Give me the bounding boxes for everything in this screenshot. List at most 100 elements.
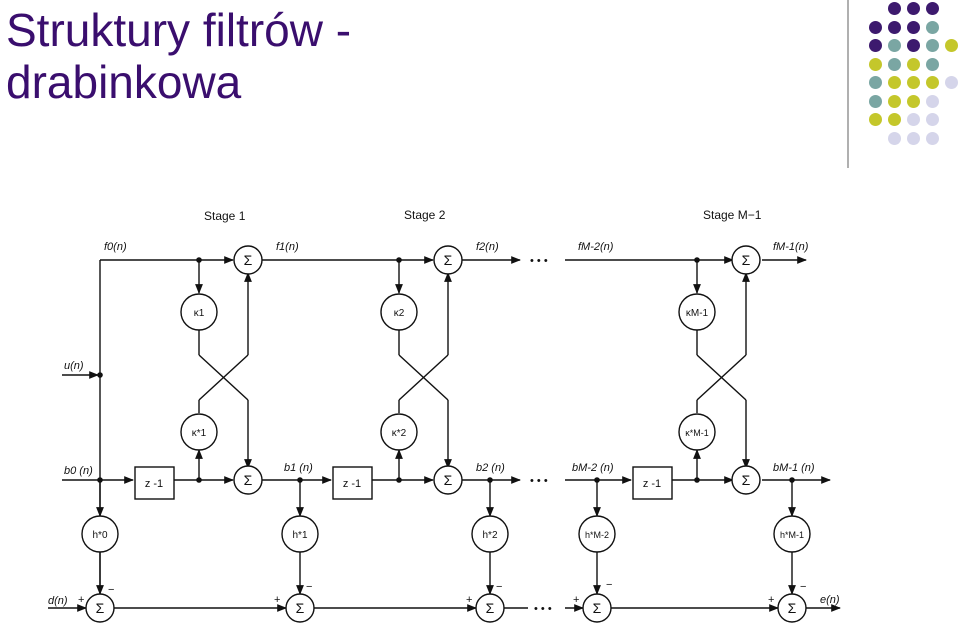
sum-node-top-1: Σ [233,245,263,275]
svg-text:h*1: h*1 [292,530,307,541]
decorative-dot [888,94,901,108]
decorative-dot [907,113,920,126]
output-ellipsis: • • • [534,603,552,615]
svg-text:κ*1: κ*1 [192,428,207,439]
label-f2: f2(n) [476,241,499,253]
sign-minus-0: − [108,584,114,596]
svg-text:κ1: κ1 [194,308,205,319]
bottom-ellipsis: • • • [530,475,548,487]
stage-label-1: Stage 1 [204,209,246,223]
h-node-1: h*1 [281,515,319,553]
label-d: d(n) [48,595,68,607]
decorative-dot [945,39,958,52]
title-line-2: drabinkowa [6,56,242,108]
svg-text:h*M-2: h*M-2 [585,530,609,540]
sign-plus-1: + [274,594,280,606]
label-bM2: bM-2 (n) [572,462,614,474]
svg-text:Σ: Σ [296,600,305,616]
decorative-dot [888,76,901,89]
title-line-1: Struktury filtrów - [6,4,352,56]
decorative-dot [907,39,920,52]
label-b2: b2 (n) [476,462,505,474]
sum-node-bottom-1: Σ [233,465,263,495]
delay-box-m1: z -1 [632,466,673,500]
sign-minus-2: − [496,581,502,593]
decorative-dot [926,76,939,89]
h-node-m1: h*M-1 [773,515,811,553]
decorative-dot [907,131,920,145]
decorative-dot [869,113,882,126]
decorative-dot [926,94,939,108]
svg-text:Σ: Σ [742,472,751,488]
svg-text:Σ: Σ [96,600,105,616]
decorative-dot [888,57,901,71]
slide-title: Struktury filtrów - drabinkowa [6,4,351,108]
svg-text:Σ: Σ [244,472,253,488]
sum-node-output-m2: Σ [582,593,612,623]
delay-box-1: z -1 [134,466,175,500]
sum-node-bottom-m1: Σ [731,465,761,495]
label-u: u(n) [64,360,84,372]
svg-text:Σ: Σ [486,600,495,616]
decorative-dot [926,57,939,71]
decorative-dot [869,94,882,108]
label-b1: b1 (n) [284,462,313,474]
h-node-0: h*0 [81,515,119,553]
svg-text:κ*M-1: κ*M-1 [685,428,709,438]
label-e: e(n) [820,594,840,606]
svg-text:Σ: Σ [444,252,453,268]
svg-text:z -1: z -1 [145,478,163,490]
sign-minus-1: − [306,581,312,593]
svg-text:Σ: Σ [788,600,797,616]
sum-node-bottom-2: Σ [433,465,463,495]
sign-plus-2: + [466,594,472,606]
decorative-dot-grid [860,0,960,150]
label-f0: f0(n) [104,241,127,253]
label-fM2: fM-2(n) [578,241,614,253]
decorative-dot [888,131,901,145]
decorative-dot [907,57,920,71]
decorative-divider [847,0,849,168]
sum-node-output-2: Σ [475,593,505,623]
svg-text:κ*2: κ*2 [392,428,407,439]
sign-plus-m2: + [573,594,579,606]
svg-text:h*2: h*2 [482,530,497,541]
decorative-dot [869,20,882,34]
kappa-node-2: κ2 [380,293,418,331]
svg-text:z -1: z -1 [643,478,661,490]
decorative-dot [869,57,882,71]
sign-minus-m1: − [800,581,806,593]
decorative-dot [907,94,920,108]
sign-plus-0: + [78,594,84,606]
svg-text:κM-1: κM-1 [686,308,709,319]
decorative-dot [945,76,958,89]
decorative-dot [907,76,920,89]
decorative-dot [907,20,920,34]
decorative-dot [926,39,939,52]
kappa-conj-node-1: κ*1 [180,413,218,451]
svg-text:Σ: Σ [593,600,602,616]
kappa-node-m1: κM-1 [678,293,716,331]
svg-text:κ2: κ2 [394,308,405,319]
delay-box-2: z -1 [332,466,373,500]
sign-plus-m1: + [768,594,774,606]
top-ellipsis: • • • [530,255,548,267]
h-node-2: h*2 [471,515,509,553]
svg-text:h*M-1: h*M-1 [780,530,804,540]
decorative-dot [907,2,920,15]
stage-label-2: Stage 2 [404,208,446,222]
label-b0: b0 (n) [64,465,93,477]
decorative-dot [869,39,882,52]
decorative-dot [888,113,901,126]
decorative-dot [888,20,901,34]
sign-minus-m2: − [606,579,612,591]
label-bM1: bM-1 (n) [773,462,815,474]
h-node-m2: h*M-2 [578,515,616,553]
label-f1: f1(n) [276,241,299,253]
sum-node-output-1: Σ [285,593,315,623]
kappa-conj-node-2: κ*2 [380,413,418,451]
svg-text:z -1: z -1 [343,478,361,490]
svg-text:Σ: Σ [444,472,453,488]
label-fM1: fM-1(n) [773,241,809,253]
